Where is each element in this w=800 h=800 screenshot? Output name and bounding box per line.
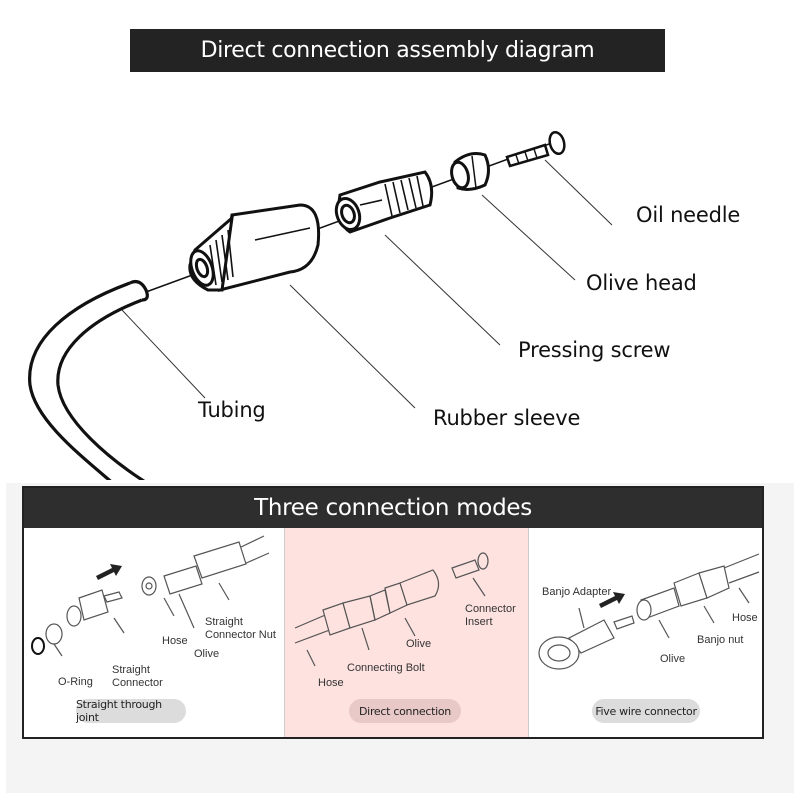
caption-direct-connection: Direct connection	[349, 699, 461, 723]
pressing-screw-drawing	[334, 170, 434, 234]
straight-joint-illustration	[31, 535, 270, 657]
callout-tubing: Tubing	[198, 398, 266, 422]
label-hose: Hose	[318, 677, 344, 689]
label-o-ring: O-Ring	[58, 676, 93, 688]
callout-olive-head: Olive head	[586, 271, 697, 295]
assembly-illustration	[28, 130, 613, 480]
callout-pressing-screw: Pressing screw	[518, 338, 671, 362]
banjo-connector-illustration	[538, 553, 760, 670]
label-hose: Hose	[162, 635, 188, 647]
label-olive: Olive	[194, 648, 220, 660]
callout-rubber-sleeve: Rubber sleeve	[433, 406, 581, 430]
label-hose: Hose	[732, 612, 758, 624]
label-banjo-nut: Banjo nut	[697, 634, 744, 646]
olive-head-drawing	[450, 152, 490, 191]
caption-five-wire-connector: Five wire connector	[592, 699, 700, 723]
label-straight-connector: Straight Connector	[112, 664, 163, 689]
label-connecting-bolt: Connecting Bolt	[347, 662, 425, 674]
modes-title: Three connection modes	[24, 488, 762, 528]
direct-connection-illustration	[294, 552, 489, 667]
rubber-sleeve-drawing	[188, 203, 321, 293]
caption-straight-through-joint: Straight through joint	[76, 698, 186, 724]
tubing-drawing	[28, 279, 149, 480]
label-olive: Olive	[406, 638, 432, 650]
oil-needle-drawing	[505, 130, 566, 168]
callout-oil-needle: Oil needle	[636, 203, 741, 227]
diagram-title: Direct connection assembly diagram	[130, 29, 665, 72]
label-straight-connector-nut: Straight Connector Nut	[205, 616, 276, 641]
label-olive: Olive	[660, 653, 686, 665]
label-banjo-adapter: Banjo Adapter	[542, 586, 612, 598]
panel-banjo: Banjo Adapter Olive Banjo nut Hose Five …	[529, 528, 762, 737]
panel-straight-through: O-Ring Straight Connector Hose Olive Str…	[24, 528, 284, 737]
label-connector-insert: Connector Insert	[465, 603, 516, 628]
connection-modes-box: Three connection modes	[22, 486, 764, 739]
panel-direct-connection: Hose Connecting Bolt Olive Connector Ins…	[284, 528, 529, 737]
leader-lines	[121, 159, 613, 409]
